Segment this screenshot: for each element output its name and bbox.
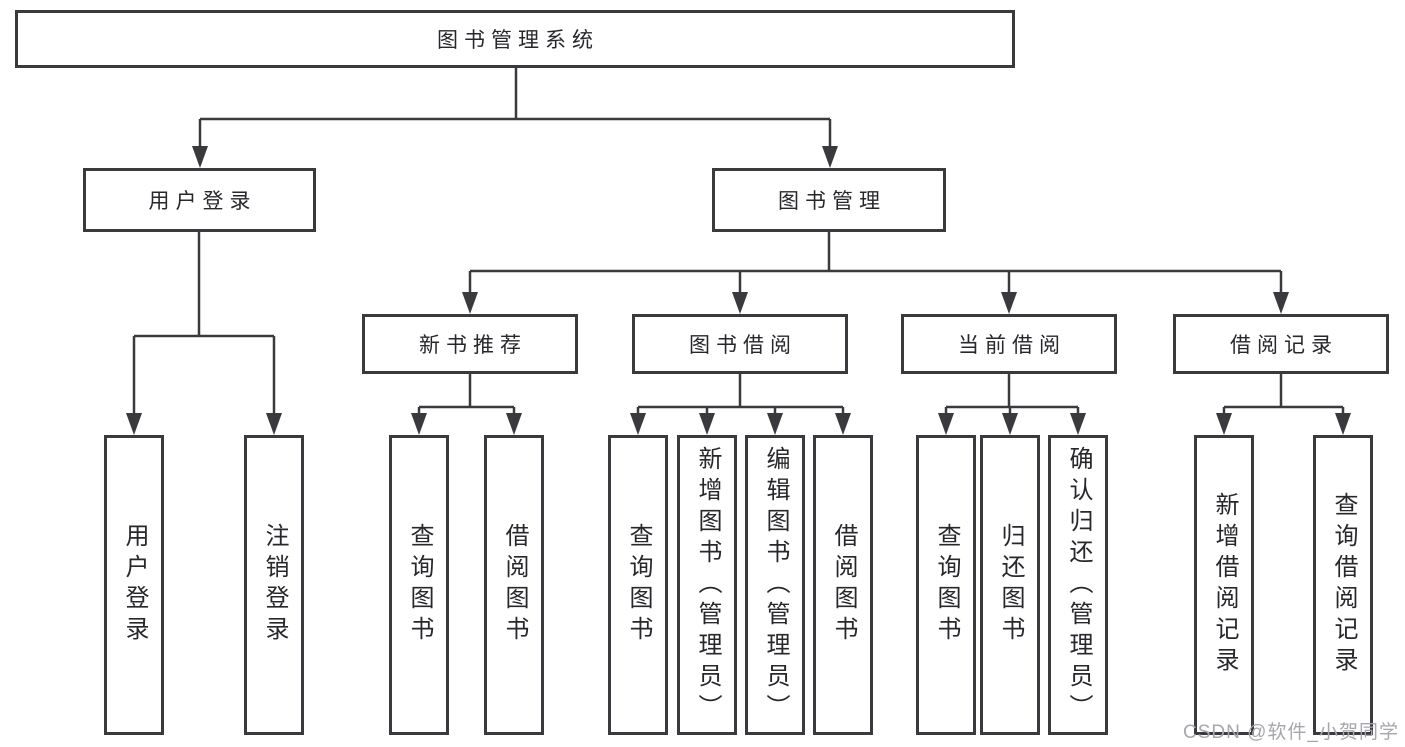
node-user-login-label: 用户登录 xyxy=(148,190,257,213)
leaf-edit-book-admin-label: 编辑图书（管理员） xyxy=(762,445,789,725)
node-new-book-recommendation-label: 新书推荐 xyxy=(419,334,527,357)
node-borrowing-records: 借阅记录 xyxy=(1173,314,1389,374)
node-book-borrowing-label: 图书借阅 xyxy=(689,334,797,357)
leaf-return-book: 归还图书 xyxy=(980,435,1040,735)
leaf-borrow-books-recommend-label: 借阅图书 xyxy=(501,523,528,647)
node-current-borrowing: 当前借阅 xyxy=(901,314,1117,374)
node-book-management-label: 图书管理 xyxy=(778,190,886,213)
node-library-system-label: 图书管理系统 xyxy=(437,29,599,52)
watermark: CSDN @软件_小贺同学 xyxy=(1183,722,1399,743)
leaf-borrow-books-recommend: 借阅图书 xyxy=(484,435,544,735)
leaf-query-books-borrow: 查询图书 xyxy=(608,435,668,735)
leaf-borrow-books-label: 借阅图书 xyxy=(830,523,857,647)
leaf-edit-book-admin: 编辑图书（管理员） xyxy=(745,435,805,735)
leaf-user-login: 用户登录 xyxy=(104,435,164,735)
node-user-login: 用户登录 xyxy=(83,168,316,232)
leaf-user-login-label: 用户登录 xyxy=(121,523,148,647)
leaf-add-book-admin-label: 新增图书（管理员） xyxy=(694,445,721,725)
node-new-book-recommendation: 新书推荐 xyxy=(362,314,578,374)
leaf-add-borrow-record: 新增借阅记录 xyxy=(1194,435,1254,735)
leaf-query-books-borrow-label: 查询图书 xyxy=(625,523,652,647)
leaf-add-borrow-record-label: 新增借阅记录 xyxy=(1211,492,1238,678)
leaf-return-book-label: 归还图书 xyxy=(997,523,1024,647)
node-library-system: 图书管理系统 xyxy=(15,10,1015,68)
leaf-borrow-books: 借阅图书 xyxy=(813,435,873,735)
leaf-query-books-recommend-label: 查询图书 xyxy=(406,523,433,647)
leaf-query-borrow-record: 查询借阅记录 xyxy=(1313,435,1373,735)
leaf-logout: 注销登录 xyxy=(244,435,304,735)
leaf-logout-label: 注销登录 xyxy=(261,523,288,647)
node-book-borrowing: 图书借阅 xyxy=(632,314,848,374)
leaf-query-books-recommend: 查询图书 xyxy=(389,435,449,735)
leaf-confirm-return-admin-label: 确认归还（管理员） xyxy=(1065,445,1092,725)
node-borrowing-records-label: 借阅记录 xyxy=(1230,334,1338,357)
leaf-query-borrow-record-label: 查询借阅记录 xyxy=(1330,492,1357,678)
leaf-query-books-current-label: 查询图书 xyxy=(933,523,960,647)
leaf-confirm-return-admin: 确认归还（管理员） xyxy=(1048,435,1108,735)
node-current-borrowing-label: 当前借阅 xyxy=(958,334,1066,357)
leaf-add-book-admin: 新增图书（管理员） xyxy=(677,435,737,735)
leaf-query-books-current: 查询图书 xyxy=(916,435,976,735)
node-book-management: 图书管理 xyxy=(712,168,946,232)
